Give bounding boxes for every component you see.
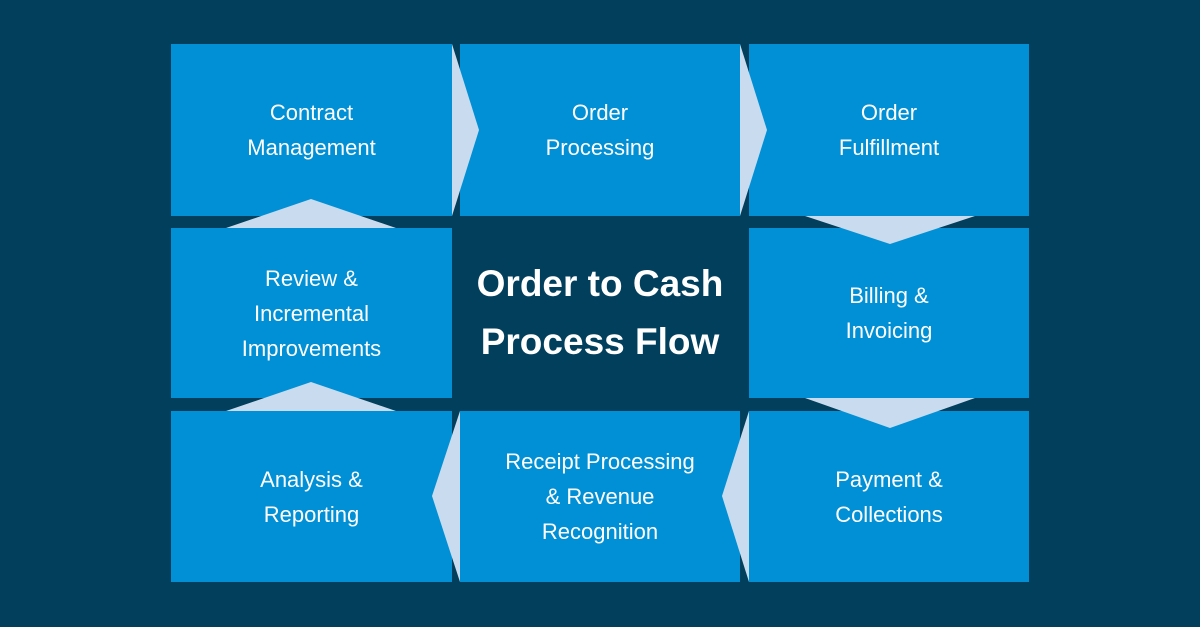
title-line: Process Flow bbox=[480, 321, 720, 362]
arrow-down-icon bbox=[805, 216, 975, 244]
arrow-right-icon bbox=[452, 44, 479, 216]
step-label-line: Receipt Processing bbox=[505, 449, 695, 474]
step-review-improvements: Review & Incremental Improvements bbox=[171, 228, 452, 398]
arrow-down-icon bbox=[805, 398, 975, 428]
step-label-line: Fulfillment bbox=[838, 135, 940, 160]
step-label-line: Payment & bbox=[835, 466, 943, 492]
step-label-line: Improvements bbox=[241, 335, 382, 361]
step-label-line: Invoicing bbox=[845, 318, 933, 343]
arrow-up-icon bbox=[226, 199, 396, 228]
step-label-line: & Revenue bbox=[545, 484, 655, 509]
step-label-line: Contract bbox=[269, 100, 354, 125]
step-label-line: Collections bbox=[835, 501, 943, 527]
step-contract-management: Contract Management bbox=[171, 44, 452, 216]
step-payment-collections: Payment & Collections bbox=[749, 411, 1029, 582]
step-receipt-processing: Receipt Processing & Revenue Recognition bbox=[460, 411, 740, 582]
step-label-line: Processing bbox=[545, 135, 655, 160]
step-billing-invoicing: Billing & Invoicing bbox=[749, 228, 1029, 398]
arrow-left-icon bbox=[722, 411, 749, 582]
step-label-line: Analysis & bbox=[260, 466, 363, 492]
step-label-line: Reporting bbox=[263, 501, 360, 527]
arrow-right-icon bbox=[740, 44, 767, 216]
step-label-line: Recognition bbox=[541, 519, 659, 544]
step-label-line: Order bbox=[571, 100, 629, 125]
step-order-processing: Order Processing bbox=[460, 44, 740, 216]
step-label-line: Billing & bbox=[849, 283, 929, 308]
step-label-line: Order bbox=[860, 100, 918, 125]
step-analysis-reporting: Analysis & Reporting bbox=[171, 411, 452, 582]
step-label-line: Review & bbox=[265, 265, 358, 291]
step-order-fulfillment: Order Fulfillment bbox=[749, 44, 1029, 216]
step-label-line: Management bbox=[247, 135, 376, 160]
step-label-line: Incremental bbox=[254, 300, 369, 326]
arrow-left-icon bbox=[432, 411, 460, 582]
diagram-title: Order to Cash Process Flow bbox=[450, 216, 750, 410]
arrow-up-icon bbox=[226, 382, 396, 411]
title-line: Order to Cash bbox=[476, 263, 724, 304]
